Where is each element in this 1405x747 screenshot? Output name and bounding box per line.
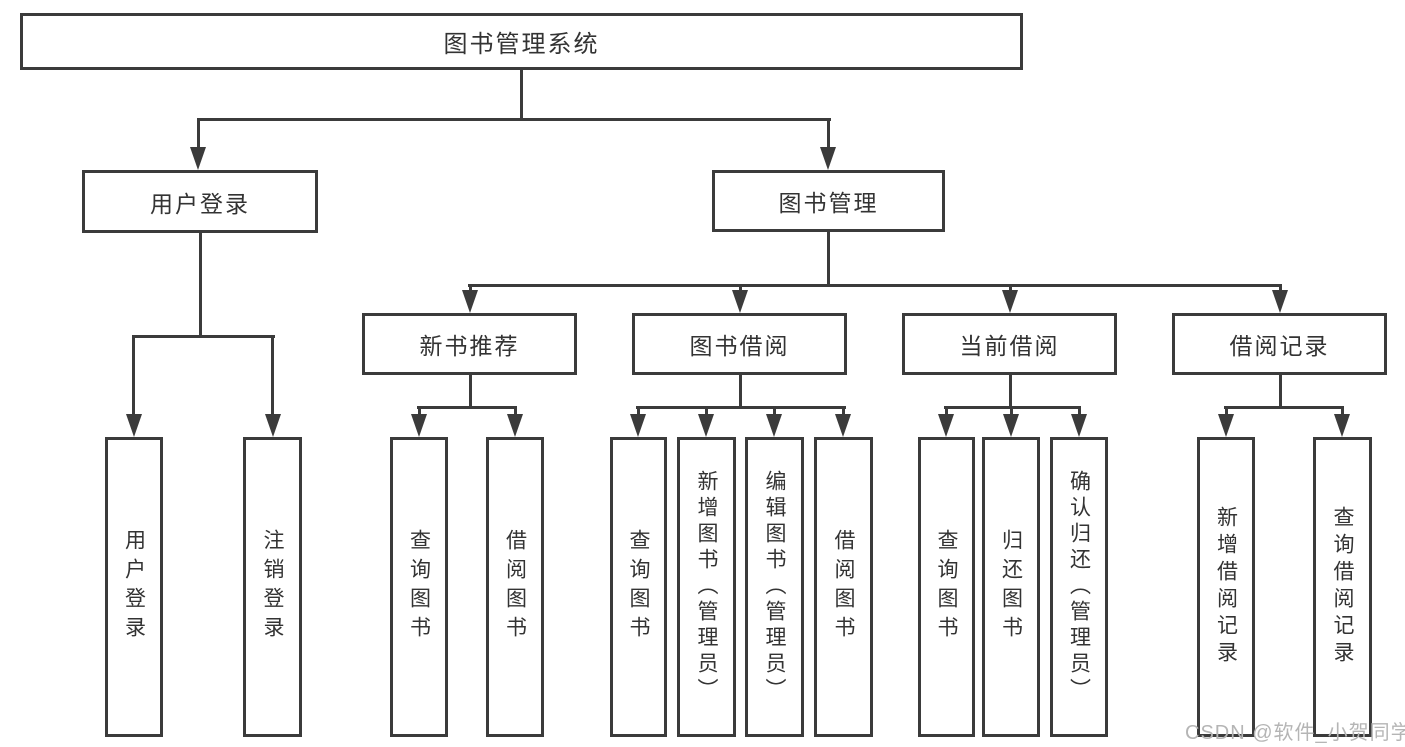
connector-line bbox=[1279, 375, 1282, 406]
arrow-down-icon bbox=[766, 414, 782, 437]
arrow-down-icon bbox=[732, 290, 748, 313]
connector-line bbox=[827, 232, 830, 284]
arrow-down-icon bbox=[1003, 414, 1019, 437]
connector-line bbox=[1341, 406, 1344, 418]
node-label: 借阅图书 bbox=[503, 529, 527, 645]
arrow-down-icon bbox=[1272, 290, 1288, 313]
arrow-down-icon bbox=[126, 414, 142, 437]
connector-line bbox=[197, 118, 831, 121]
arrow-down-icon bbox=[820, 147, 836, 170]
node-label: 图书管理系统 bbox=[443, 31, 600, 58]
node-library-system: 图书管理系统 bbox=[20, 13, 1023, 70]
connector-line bbox=[827, 118, 830, 150]
connector-line bbox=[468, 284, 1281, 287]
node-label: 新增借阅记录 bbox=[1214, 506, 1238, 668]
arrow-down-icon bbox=[411, 414, 427, 437]
node-label: 编辑图书（管理员） bbox=[763, 470, 786, 704]
arrow-down-icon bbox=[1002, 290, 1018, 313]
node-label: 图书借阅 bbox=[689, 333, 790, 359]
node-label: 确认归还（管理员） bbox=[1067, 470, 1091, 704]
connector-line bbox=[469, 284, 472, 294]
node-label: 查询图书 bbox=[627, 529, 650, 645]
node-label: 新增图书（管理员） bbox=[695, 470, 718, 704]
connector-line bbox=[417, 406, 517, 409]
leaf-add-books-admin: 新增图书（管理员） bbox=[677, 437, 736, 737]
connector-line bbox=[1279, 284, 1282, 294]
connector-line bbox=[1009, 375, 1012, 406]
connector-line bbox=[739, 284, 742, 294]
node-borrow-records: 借阅记录 bbox=[1172, 313, 1387, 375]
leaf-borrow-books: 借阅图书 bbox=[814, 437, 873, 737]
leaf-query-borrow-record: 查询借阅记录 bbox=[1313, 437, 1372, 737]
connector-line bbox=[469, 375, 472, 406]
connector-line bbox=[739, 375, 742, 406]
arrow-down-icon bbox=[462, 290, 478, 313]
arrow-down-icon bbox=[1071, 414, 1087, 437]
connector-line bbox=[1224, 406, 1344, 409]
leaf-add-borrow-record: 新增借阅记录 bbox=[1197, 437, 1255, 737]
node-label: 新书推荐 bbox=[419, 333, 520, 359]
node-label: 注销登录 bbox=[261, 529, 284, 645]
arrow-down-icon bbox=[630, 414, 646, 437]
node-label: 当前借阅 bbox=[959, 333, 1060, 359]
node-label: 图书管理 bbox=[778, 190, 879, 216]
leaf-borrow-books-recommend: 借阅图书 bbox=[486, 437, 544, 737]
node-label: 归还图书 bbox=[999, 529, 1023, 645]
node-label: 借阅图书 bbox=[832, 529, 855, 645]
connector-line bbox=[945, 406, 948, 418]
node-label: 查询借阅记录 bbox=[1331, 506, 1354, 668]
leaf-user-login: 用户登录 bbox=[105, 437, 163, 737]
leaf-return-books: 归还图书 bbox=[982, 437, 1040, 737]
connector-line bbox=[637, 406, 640, 418]
connector-line bbox=[1225, 406, 1228, 418]
arrow-down-icon bbox=[265, 414, 281, 437]
node-book-borrow: 图书借阅 bbox=[632, 313, 847, 375]
connector-line bbox=[514, 406, 517, 418]
leaf-query-books-borrow: 查询图书 bbox=[610, 437, 667, 737]
node-user-login: 用户登录 bbox=[82, 170, 318, 233]
arrow-down-icon bbox=[1218, 414, 1234, 437]
node-label: 用户登录 bbox=[150, 190, 250, 217]
node-label: 借阅记录 bbox=[1229, 333, 1330, 359]
node-label: 查询图书 bbox=[935, 529, 958, 645]
leaf-query-books-current: 查询图书 bbox=[918, 437, 975, 737]
leaf-confirm-return-admin: 确认归还（管理员） bbox=[1050, 437, 1108, 737]
arrow-down-icon bbox=[938, 414, 954, 437]
arrow-down-icon bbox=[1334, 414, 1350, 437]
connector-line bbox=[1078, 406, 1081, 418]
node-current-borrow: 当前借阅 bbox=[902, 313, 1117, 375]
node-label: 查询图书 bbox=[407, 529, 431, 645]
connector-line bbox=[1009, 284, 1012, 294]
connector-line bbox=[636, 406, 846, 409]
node-label: 用户登录 bbox=[122, 529, 146, 645]
connector-line bbox=[705, 406, 708, 418]
node-new-book-recommend: 新书推荐 bbox=[362, 313, 577, 375]
leaf-logout: 注销登录 bbox=[243, 437, 302, 737]
connector-line bbox=[773, 406, 776, 418]
connector-line bbox=[271, 335, 274, 417]
connector-line bbox=[520, 70, 523, 118]
connector-line bbox=[132, 335, 135, 417]
leaf-query-books-recommend: 查询图书 bbox=[390, 437, 448, 737]
arrow-down-icon bbox=[835, 414, 851, 437]
leaf-edit-books-admin: 编辑图书（管理员） bbox=[745, 437, 804, 737]
arrow-down-icon bbox=[507, 414, 523, 437]
connector-line bbox=[199, 233, 202, 335]
arrow-down-icon bbox=[698, 414, 714, 437]
connector-line bbox=[842, 406, 845, 418]
connector-line bbox=[1010, 406, 1013, 418]
csdn-watermark: CSDN @软件_小贺同学 bbox=[1185, 722, 1405, 744]
connector-line bbox=[418, 406, 421, 418]
connector-line bbox=[197, 118, 200, 150]
node-book-management: 图书管理 bbox=[712, 170, 945, 232]
connector-line bbox=[132, 335, 275, 338]
arrow-down-icon bbox=[190, 147, 206, 170]
